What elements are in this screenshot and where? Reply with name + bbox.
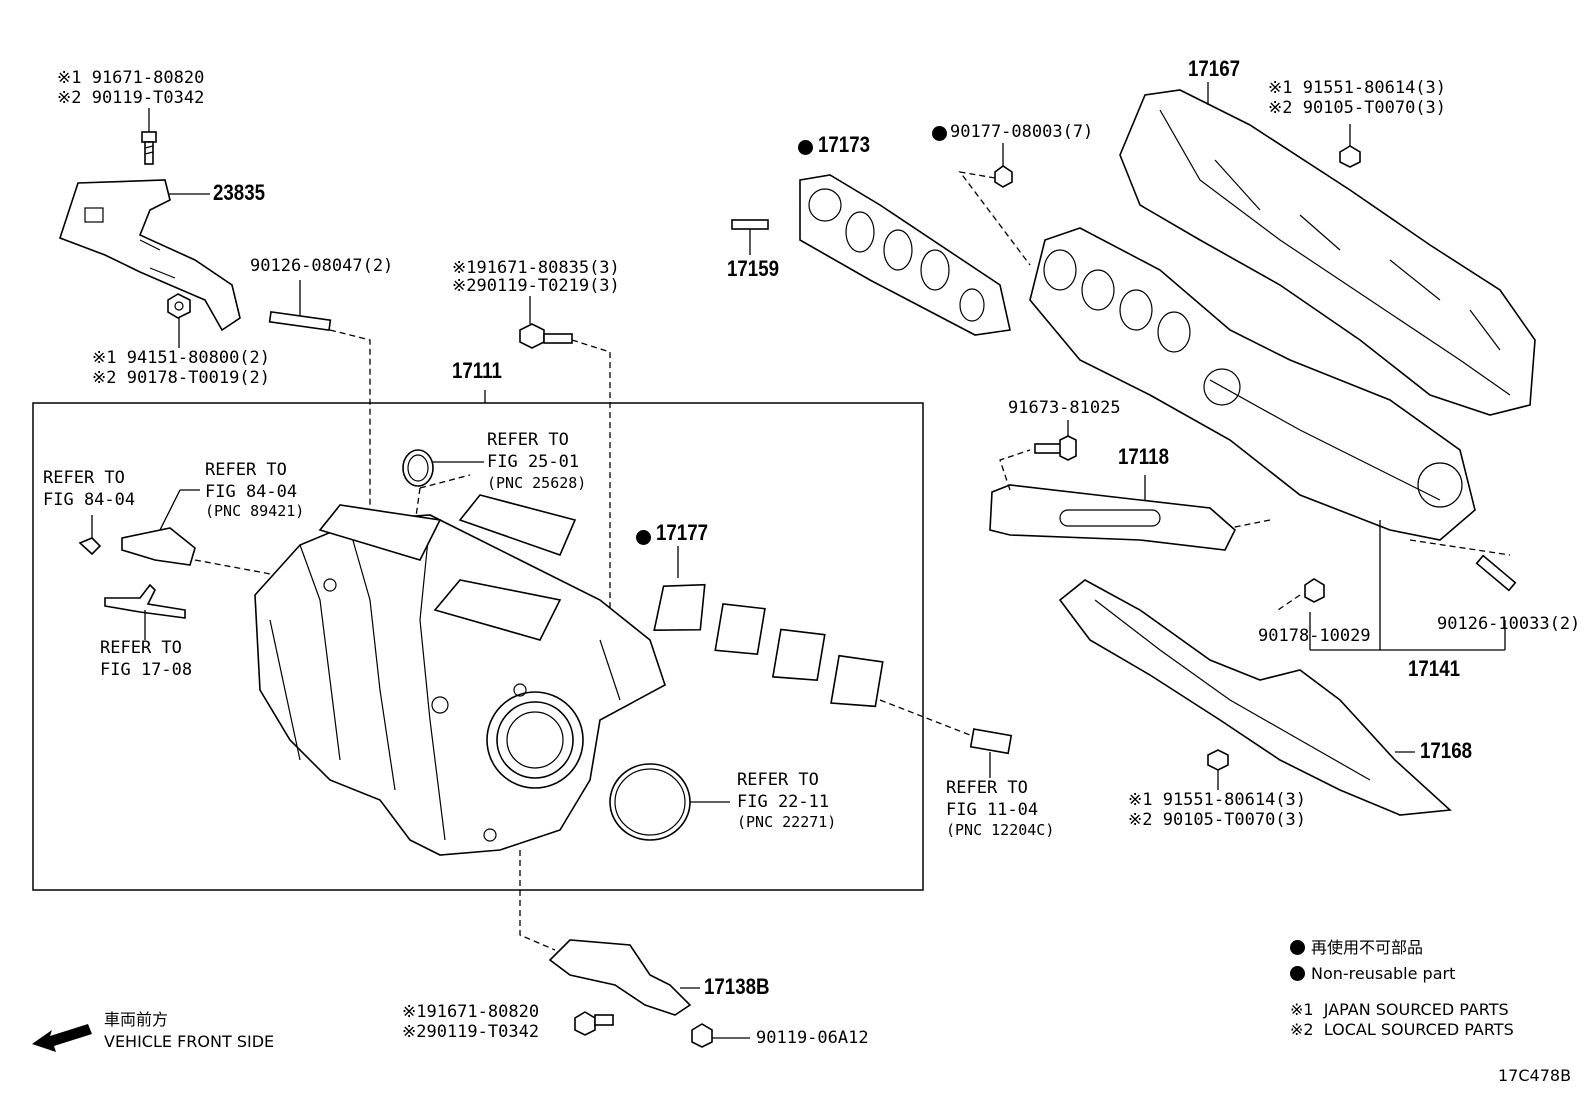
refer-label: (PNC 22271) bbox=[737, 813, 837, 831]
refer-label: FIG 11-04 bbox=[946, 800, 1039, 820]
legend-text: 再使用不可部品 bbox=[1311, 938, 1424, 957]
figure-code: 17C478B bbox=[1498, 1066, 1572, 1085]
refer-label: (PNC 12204C) bbox=[946, 821, 1055, 839]
part-label: ※191671-80820 bbox=[402, 1002, 540, 1022]
refer-label: (PNC 25628) bbox=[487, 474, 587, 492]
part-number-17138B: 17138B bbox=[704, 974, 770, 999]
part-label: ※1 91551-80614(3) bbox=[1268, 78, 1447, 98]
refer-label: REFER TO bbox=[43, 468, 125, 488]
non-reusable-dot-icon bbox=[1290, 966, 1305, 981]
gasket-17173 bbox=[799, 174, 1011, 336]
non-reusable-dot-icon bbox=[932, 126, 947, 141]
part-label: ※191671-80835(3) bbox=[452, 258, 620, 278]
part-number-17168: 17168 bbox=[1420, 738, 1473, 763]
nut-icon bbox=[958, 143, 1031, 266]
stud-icon bbox=[731, 219, 769, 255]
bolt-icon bbox=[1339, 124, 1361, 168]
bracket-17118 bbox=[989, 420, 1236, 551]
part-label: 91673-81025 bbox=[1008, 398, 1121, 418]
legend-text: Non-reusable part bbox=[1311, 964, 1456, 983]
part-number-17111: 17111 bbox=[452, 358, 502, 383]
part-label: ※2 90105-T0070(3) bbox=[1268, 98, 1447, 118]
part-label: 90119-06A12 bbox=[756, 1028, 869, 1048]
bolt-icon bbox=[519, 296, 611, 640]
part-label: 90126-08047(2) bbox=[250, 256, 394, 276]
heat-insulator-17167 bbox=[1119, 89, 1536, 416]
part-number-17173: 17173 bbox=[818, 132, 871, 157]
refer-label: FIG 84-04 bbox=[205, 482, 298, 502]
part-label: ※2 90105-T0070(3) bbox=[1128, 810, 1307, 830]
nut-icon bbox=[1274, 578, 1325, 613]
bolt-icon bbox=[574, 1011, 614, 1036]
part-label: ※2 90119-T0342 bbox=[57, 88, 205, 108]
part-number-17159: 17159 bbox=[727, 256, 780, 281]
hose-ref bbox=[104, 583, 186, 619]
part-label: ※290119-T0219(3) bbox=[452, 276, 620, 296]
part-label: ※2 90178-T0019(2) bbox=[92, 368, 271, 388]
non-reusable-dot-icon bbox=[636, 530, 651, 545]
part-number-17167: 17167 bbox=[1188, 56, 1241, 81]
group-box-17111 bbox=[32, 402, 924, 891]
bracket-17138B bbox=[519, 850, 750, 1048]
bolt-icon bbox=[1034, 420, 1077, 461]
part-label: ※1 91671-80820 bbox=[57, 68, 205, 88]
front-side-label: VEHICLE FRONT SIDE bbox=[104, 1032, 275, 1051]
legend-non-reusable: Non-reusable part bbox=[1290, 966, 1455, 982]
part-label: ※1 91551-80614(3) bbox=[1128, 790, 1307, 810]
legend-local-sourced: ※2 LOCAL SOURCED PARTS bbox=[1290, 1020, 1514, 1039]
part-label: 90177-08003(7) bbox=[950, 122, 1094, 142]
part-number-23835: 23835 bbox=[213, 180, 266, 205]
part-number-17141: 17141 bbox=[1408, 656, 1461, 681]
refer-label: REFER TO bbox=[737, 770, 819, 790]
refer-label: REFER TO bbox=[487, 430, 569, 450]
exhaust-manifold-17141 bbox=[1029, 227, 1511, 651]
intake-manifold-17111 bbox=[254, 494, 666, 856]
left-arrow-icon bbox=[32, 1024, 92, 1052]
gasket-17177 bbox=[653, 546, 971, 736]
part-label: 90178-10029 bbox=[1258, 626, 1371, 646]
part-label: ※290119-T0342 bbox=[402, 1022, 540, 1042]
part-label: 90126-10033(2) bbox=[1437, 614, 1581, 634]
refer-label: FIG 84-04 bbox=[43, 490, 136, 510]
refer-label: REFER TO bbox=[100, 638, 182, 658]
refer-label: FIG 25-01 bbox=[487, 452, 580, 472]
gasket-22271 bbox=[609, 763, 691, 841]
refer-label: REFER TO bbox=[205, 460, 287, 480]
part-label: ※1 94151-80800(2) bbox=[92, 348, 271, 368]
refer-label: (PNC 89421) bbox=[205, 502, 305, 520]
part-number-17177: 17177 bbox=[656, 520, 709, 545]
refer-label: REFER TO bbox=[946, 778, 1028, 798]
refer-label: FIG 17-08 bbox=[100, 660, 193, 680]
non-reusable-dot-icon bbox=[1290, 940, 1305, 955]
plug-icon bbox=[969, 728, 1013, 778]
refer-label: FIG 22-11 bbox=[737, 792, 830, 812]
heat-insulator-17168 bbox=[1058, 579, 1452, 816]
bolt-icon bbox=[141, 108, 157, 165]
bolt-icon bbox=[1207, 749, 1229, 790]
bracket-23835 bbox=[59, 179, 241, 332]
part-number-17118: 17118 bbox=[1118, 444, 1169, 469]
legend-non-reusable-jp: 再使用不可部品 bbox=[1290, 940, 1423, 956]
front-side-label-jp: 車両前方 bbox=[104, 1010, 169, 1029]
stud-icon bbox=[1475, 554, 1517, 592]
legend-japan-sourced: ※1 JAPAN SOURCED PARTS bbox=[1290, 1000, 1509, 1019]
bolt-icon bbox=[691, 1023, 750, 1048]
nut-icon bbox=[167, 293, 191, 348]
non-reusable-dot-icon bbox=[798, 140, 813, 155]
